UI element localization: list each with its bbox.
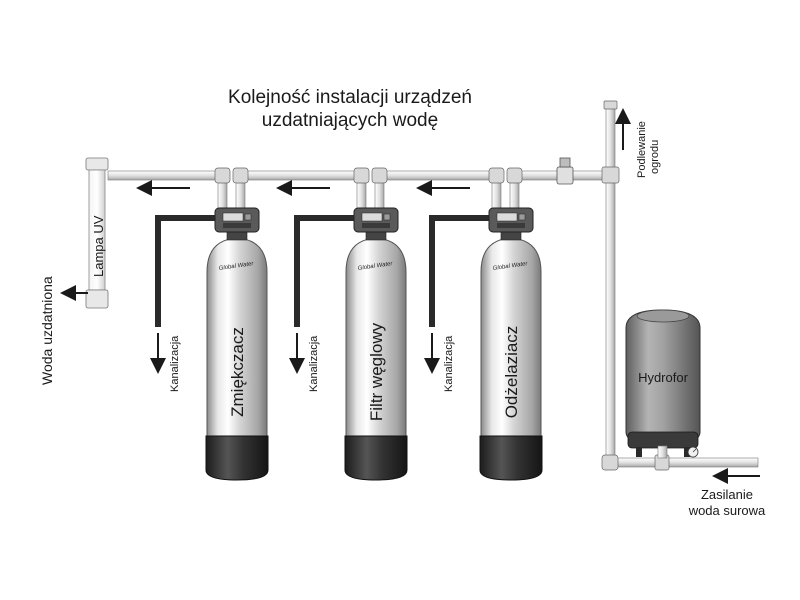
hydrofor-leg [684, 447, 690, 457]
pipe-carbon-to-iron [374, 170, 502, 181]
drain-pipe [429, 215, 435, 327]
elbow-joint [488, 167, 505, 184]
control-head-panel [362, 223, 390, 228]
uv-lamp-cap-top [85, 157, 109, 171]
drain-label: Kanalizacja [443, 335, 455, 392]
drain-label: Kanalizacja [308, 335, 320, 392]
uv-lamp-label: Lampa UV [91, 215, 106, 277]
treated-water-label: Woda uzdatniona [39, 276, 55, 385]
garden-label-line-2: ogrodu [649, 140, 661, 174]
control-head-display [361, 212, 383, 222]
drain-pipe-horizontal [155, 215, 219, 221]
control-head-display [222, 212, 244, 222]
tank-label: Filtr węglowy [367, 322, 386, 421]
supply-elbow-joint [601, 454, 619, 471]
tank-base [344, 435, 408, 481]
riser-pipe [605, 106, 616, 466]
shutoff-valve-body [556, 166, 574, 185]
supply-label-line-1: Zasilanie [701, 487, 753, 502]
pressure-gauge-needle [692, 448, 697, 453]
uv-lamp-cap-bottom [85, 289, 109, 309]
garden-label-line-1: Podlewanie [636, 121, 648, 178]
main-riser [601, 100, 620, 466]
hydrofor-leg [636, 447, 642, 457]
tank-label: Odżelaziacz [502, 326, 521, 419]
control-head-button [244, 213, 252, 221]
riser-cap [603, 100, 618, 110]
hydrofor-base-ring [627, 431, 699, 449]
drain-pipe-horizontal [429, 215, 493, 221]
shutoff-valve-handle [559, 157, 571, 168]
elbow-joint [371, 167, 388, 184]
brand-logo: Global Water [492, 261, 528, 272]
control-head-display [496, 212, 518, 222]
hydrofor-tank: Hydrofor [625, 309, 701, 459]
supply-label-line-2: woda surowa [688, 503, 766, 518]
top-pipes [107, 157, 615, 214]
brand-logo: Global Water [357, 261, 393, 272]
riser-tee-joint [601, 166, 620, 184]
tank-label: Zmiękczacz [228, 327, 247, 417]
title-line-1: Kolejność instalacji urządzeń [228, 87, 472, 108]
title-line-2: uzdatniających wodę [262, 110, 438, 131]
elbow-joint [353, 167, 370, 184]
supply-pipe [601, 454, 759, 471]
drain-pipe [294, 215, 300, 327]
elbow-joint [232, 167, 249, 184]
uv-lamp: Lampa UV [85, 157, 109, 309]
hydrofor-outlet-pipe [657, 445, 668, 459]
hydrofor-label: Hydrofor [638, 370, 689, 385]
control-head-button [518, 213, 526, 221]
elbow-joint [506, 167, 523, 184]
drain-pipe [155, 215, 161, 327]
pipe-uv-to-softener [107, 170, 224, 181]
drain-label: Kanalizacja [169, 335, 181, 392]
brand-logo: Global Water [218, 261, 254, 272]
drain-pipe-horizontal [294, 215, 358, 221]
control-head-button [383, 213, 391, 221]
hydrofor-top-cap [636, 309, 690, 323]
tank-base [479, 435, 543, 481]
tank-base [205, 435, 269, 481]
supply-pipe-horizontal [605, 457, 759, 468]
elbow-joint [214, 167, 231, 184]
control-head-panel [497, 223, 525, 228]
pipe-softener-to-carbon [235, 170, 367, 181]
control-head-panel [223, 223, 251, 228]
